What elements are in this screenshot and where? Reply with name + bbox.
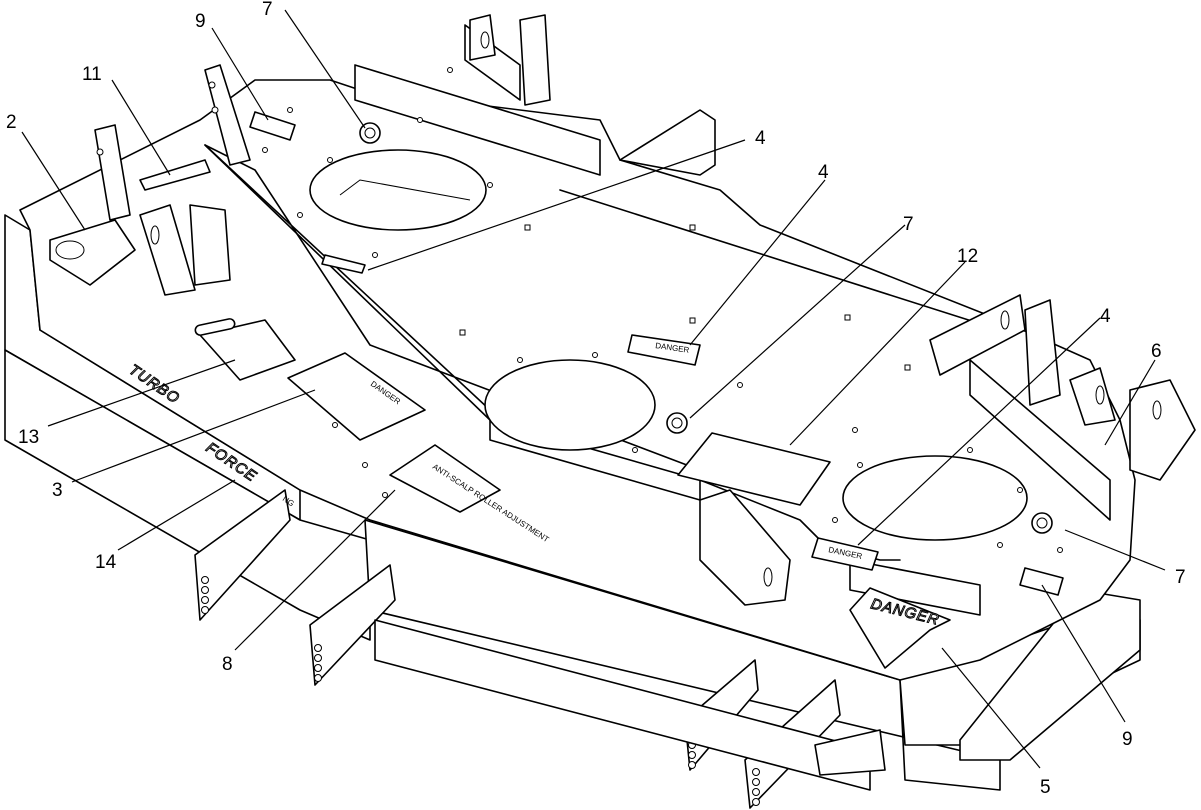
- callout-12: 12: [957, 246, 978, 267]
- deck-body: [4, 14, 1196, 809]
- callout-2: 2: [6, 112, 17, 133]
- callout-9-bottom: 9: [1122, 729, 1133, 750]
- callout-7-right: 7: [1175, 567, 1186, 588]
- decal-9-top: [249, 111, 296, 141]
- decal-4-center: DANGER: [627, 334, 701, 366]
- decal-3: DANGER: [287, 352, 426, 441]
- callout-5: 5: [1040, 777, 1051, 798]
- anti-scalp-arms: [194, 489, 886, 809]
- callouts: 7 9 11 2 4 4 7 12 4 6 13 3 14 8 7 9 5: [6, 0, 1186, 798]
- callout-11: 11: [82, 64, 102, 85]
- decal-4-left: [321, 254, 366, 274]
- callout-6: 6: [1151, 341, 1162, 362]
- decal-11: [139, 159, 211, 191]
- decal-9-bottom: [1019, 567, 1064, 596]
- callout-9-top: 9: [195, 11, 206, 32]
- callout-4-a: 4: [755, 128, 766, 149]
- callout-3: 3: [52, 480, 63, 501]
- callout-4-c: 4: [1100, 306, 1111, 327]
- callout-7-top: 7: [262, 0, 273, 20]
- decal-12: [677, 432, 831, 506]
- leader-lines: [21, 9, 1166, 769]
- callout-7-mid: 7: [903, 214, 914, 235]
- callout-13: 13: [18, 427, 39, 448]
- decal-4-front: DANGER: [811, 537, 879, 571]
- callout-14: 14: [95, 552, 117, 573]
- callout-4-b: 4: [818, 162, 829, 183]
- callout-8: 8: [222, 654, 233, 675]
- decal-13: [199, 319, 296, 381]
